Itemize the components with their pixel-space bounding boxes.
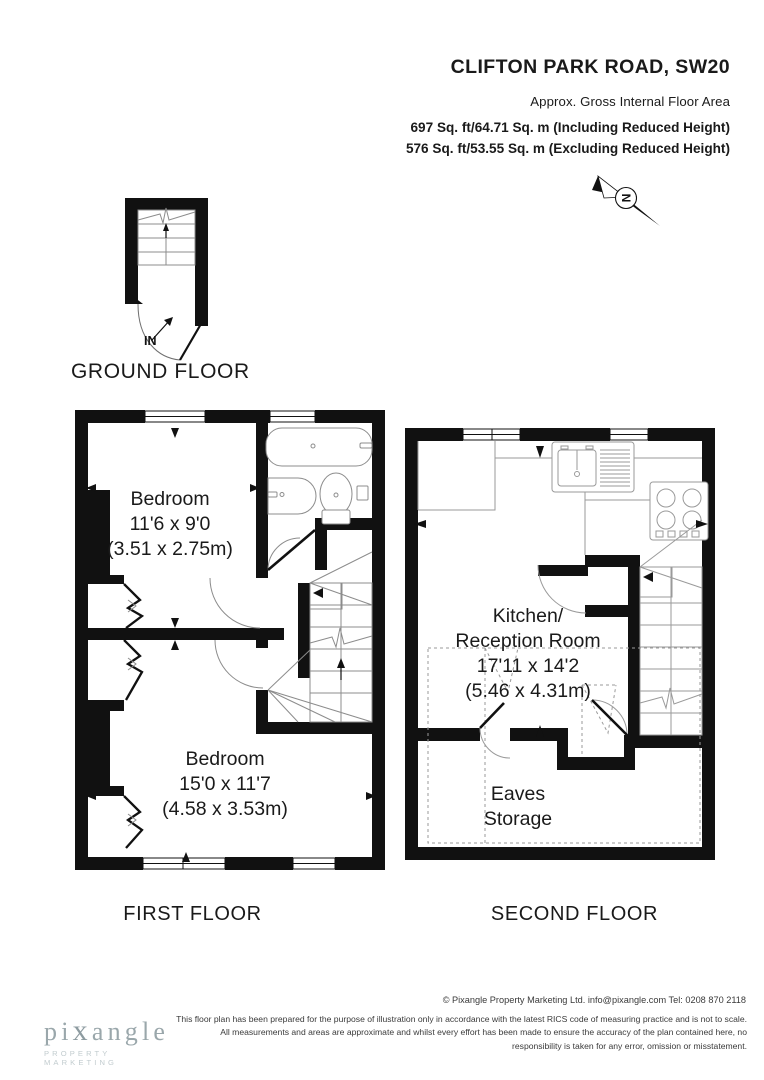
- first-floor-outer-walls: [75, 410, 385, 870]
- first-floor-drawing: Bedroom 11'6 x 9'0 (3.51 x 2.75m) Bedroo…: [75, 410, 385, 870]
- second-floor-windows: [462, 428, 649, 441]
- room-dim-imperial-kitchen: 17'11 x 14'2: [477, 655, 580, 677]
- logo-word-pre: pi: [44, 1017, 73, 1046]
- first-floor-direction-arrows: [86, 428, 376, 862]
- second-floor-title: SECOND FLOOR: [490, 903, 659, 925]
- entrance-in-label: IN: [144, 334, 157, 348]
- room-dim-metric-bedroom-2: (4.58 x 3.53m): [162, 798, 288, 820]
- disclaimer-text: This floor plan has been prepared for th…: [176, 1014, 747, 1051]
- room-label-eaves-line1: Eaves: [491, 783, 545, 805]
- ground-floor-title: GROUND FLOOR: [71, 360, 250, 383]
- room-label-bedroom-1: Bedroom: [130, 488, 209, 510]
- room-dim-imperial-bedroom-1: 11'6 x 9'0: [130, 513, 211, 535]
- first-floor-windows: [142, 410, 336, 870]
- second-floor-direction-arrows: [414, 446, 708, 737]
- area-including-reduced-height: 697 Sq. ft/64.71 Sq. m (Including Reduce…: [410, 120, 730, 135]
- logo-word-x: x: [72, 1014, 92, 1047]
- stair-up-arrow-icon: [163, 223, 169, 238]
- page-title: CLIFTON PARK ROAD, SW20: [450, 56, 730, 78]
- first-floor-alcove-thin: [127, 599, 137, 827]
- entrance-in-arrow-icon: [151, 317, 173, 341]
- second-floor-plan: Kitchen/ Reception Room 17'11 x 14'2 (5.…: [400, 400, 720, 880]
- compass-letter-n: N: [619, 194, 633, 203]
- kitchen-sink-icon: [551, 441, 635, 493]
- copyright-notice: © Pixangle Property Marketing Ltd. info@…: [442, 995, 746, 1005]
- ground-floor-drawing: IN: [125, 198, 208, 361]
- room-label-eaves-line2: Storage: [484, 808, 552, 830]
- kitchen-hob-icon: [649, 481, 709, 541]
- first-floor-plan: Bedroom 11'6 x 9'0 (3.51 x 2.75m) Bedroo…: [70, 400, 390, 880]
- logo-tagline: PROPERTY MARKETING: [44, 1049, 118, 1067]
- pixangle-logo: pixangle PROPERTY MARKETING: [44, 1016, 184, 1068]
- washbasin-icon: [267, 477, 317, 515]
- room-dim-metric-bedroom-1: (3.51 x 2.75m): [107, 538, 233, 560]
- second-floor-doors: [479, 564, 629, 759]
- north-compass-icon: N: [592, 174, 660, 226]
- header: CLIFTON PARK ROAD, SW20 Approx. Gross In…: [0, 0, 764, 226]
- room-dim-metric-kitchen: (5.46 x 4.31m): [465, 680, 591, 702]
- first-floor-stair-arrows: [313, 588, 345, 680]
- first-floor-title: FIRST FLOOR: [123, 903, 262, 925]
- floor-area-subtitle: Approx. Gross Internal Floor Area: [530, 94, 730, 109]
- logo-wordmark: pixangle: [44, 1016, 184, 1046]
- bathroom-fixtures: [265, 427, 373, 525]
- ground-floor-walls: [125, 198, 208, 326]
- footer: © Pixangle Property Marketing Ltd. info@…: [0, 985, 764, 1080]
- ground-floor-plan: IN: [60, 190, 320, 390]
- second-floor-stair-arrow: [643, 572, 653, 582]
- bathtub-icon: [265, 427, 373, 467]
- second-floor-internal-walls: [418, 555, 702, 770]
- first-floor-internal-walls: [88, 423, 374, 796]
- second-floor-staircase: [639, 519, 703, 736]
- room-label-kitchen-line2: Reception Room: [455, 630, 600, 652]
- room-label-bedroom-2: Bedroom: [185, 748, 264, 770]
- entrance-door: [137, 303, 206, 361]
- first-floor-alcove-details: [123, 583, 145, 849]
- second-floor-outer-walls: [405, 428, 715, 860]
- second-floor-drawing: Kitchen/ Reception Room 17'11 x 14'2 (5.…: [405, 428, 715, 860]
- logo-word-post: angle: [91, 1017, 170, 1046]
- first-floor-doors: [209, 529, 316, 689]
- first-floor-staircase: [267, 551, 373, 723]
- ground-floor-staircase: [137, 207, 196, 266]
- area-excluding-reduced-height: 576 Sq. ft/53.55 Sq. m (Excluding Reduce…: [405, 141, 730, 156]
- room-label-kitchen-line1: Kitchen/: [493, 605, 564, 627]
- room-dim-imperial-bedroom-2: 15'0 x 11'7: [179, 773, 271, 795]
